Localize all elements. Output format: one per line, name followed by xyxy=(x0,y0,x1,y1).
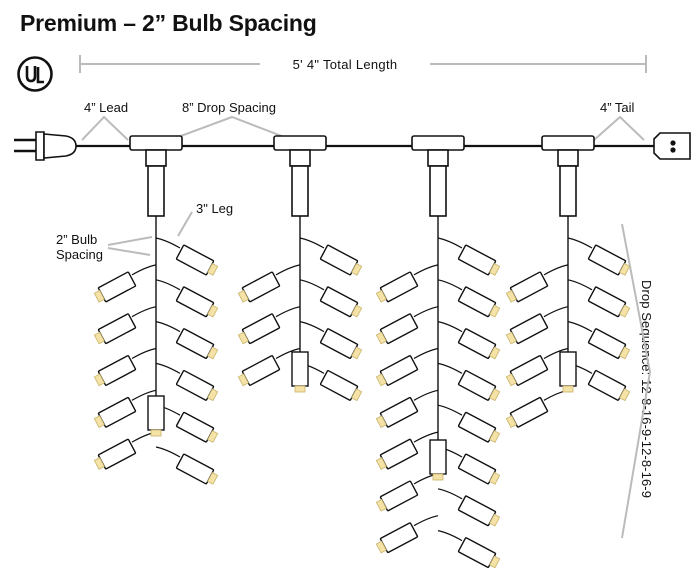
bulb xyxy=(147,395,165,437)
lead-label: 4” Lead xyxy=(84,100,129,115)
bulb xyxy=(375,355,419,387)
bulb xyxy=(291,351,309,393)
bulb xyxy=(175,369,219,402)
drop-spacing-label: 8” Drop Spacing xyxy=(182,100,276,115)
bulb xyxy=(375,480,419,512)
leg-housing xyxy=(147,165,165,217)
leg-housing xyxy=(429,165,447,217)
tee-connector xyxy=(273,135,327,151)
page-title: Premium – 2” Bulb Spacing xyxy=(20,10,317,36)
bulb xyxy=(587,244,631,276)
bulb xyxy=(375,396,419,429)
bulb xyxy=(237,271,281,303)
total-length-label: 5' 4" Total Length xyxy=(260,57,430,72)
total-length-dimension xyxy=(79,55,647,73)
bulb xyxy=(587,286,631,318)
bulb xyxy=(559,351,577,393)
callout-lines xyxy=(81,115,652,539)
bulb xyxy=(375,438,419,470)
bulb xyxy=(93,355,137,387)
tee-connector xyxy=(129,135,183,151)
tee-connector xyxy=(541,135,595,151)
bulb xyxy=(175,411,219,443)
bulb xyxy=(93,438,137,470)
tee-connector xyxy=(411,135,465,151)
bulb xyxy=(319,328,363,360)
bulb xyxy=(93,313,137,345)
bulb xyxy=(319,286,363,318)
bulb xyxy=(175,286,219,318)
bulb xyxy=(175,244,219,276)
tee-stem xyxy=(427,149,449,167)
tail-connector-icon xyxy=(653,132,691,160)
bulb xyxy=(505,271,549,303)
plug-icon xyxy=(14,131,77,161)
bulb xyxy=(457,244,501,276)
bulb xyxy=(587,369,631,402)
drop-3 xyxy=(375,135,501,569)
leg-housing xyxy=(559,165,577,217)
bulb xyxy=(375,271,419,303)
bulb xyxy=(457,369,501,402)
tee-stem xyxy=(557,149,579,167)
drop-1 xyxy=(93,135,219,485)
bulb xyxy=(319,244,363,276)
bulb xyxy=(457,495,501,527)
bulb xyxy=(457,286,501,318)
leg-label: 3" Leg xyxy=(196,201,234,216)
bulb xyxy=(457,453,501,485)
bulb-spacing-label-line1: 2” Bulb xyxy=(56,232,98,247)
bulb xyxy=(237,313,281,345)
bulb xyxy=(375,313,419,345)
bulb xyxy=(505,313,549,345)
bulb xyxy=(175,328,219,360)
drop-4 xyxy=(505,135,631,429)
tail-label: 4” Tail xyxy=(600,100,635,115)
bulb xyxy=(93,271,137,303)
bulb xyxy=(429,439,447,481)
bulb xyxy=(505,396,549,429)
bulb xyxy=(175,453,219,485)
ul-logo xyxy=(16,55,54,93)
bulb xyxy=(93,396,137,429)
tee-stem xyxy=(145,149,167,167)
bulb xyxy=(587,328,631,360)
bulb xyxy=(457,537,501,569)
bulb xyxy=(457,411,501,443)
bulb xyxy=(457,328,501,360)
leg-housing xyxy=(291,165,309,217)
bulb-spacing-label-line2: Spacing xyxy=(56,247,103,262)
drop-2 xyxy=(237,135,363,402)
bulb xyxy=(375,522,419,554)
tee-stem xyxy=(289,149,311,167)
bulb xyxy=(237,355,281,387)
bulb xyxy=(319,369,363,402)
bulb xyxy=(505,355,549,387)
